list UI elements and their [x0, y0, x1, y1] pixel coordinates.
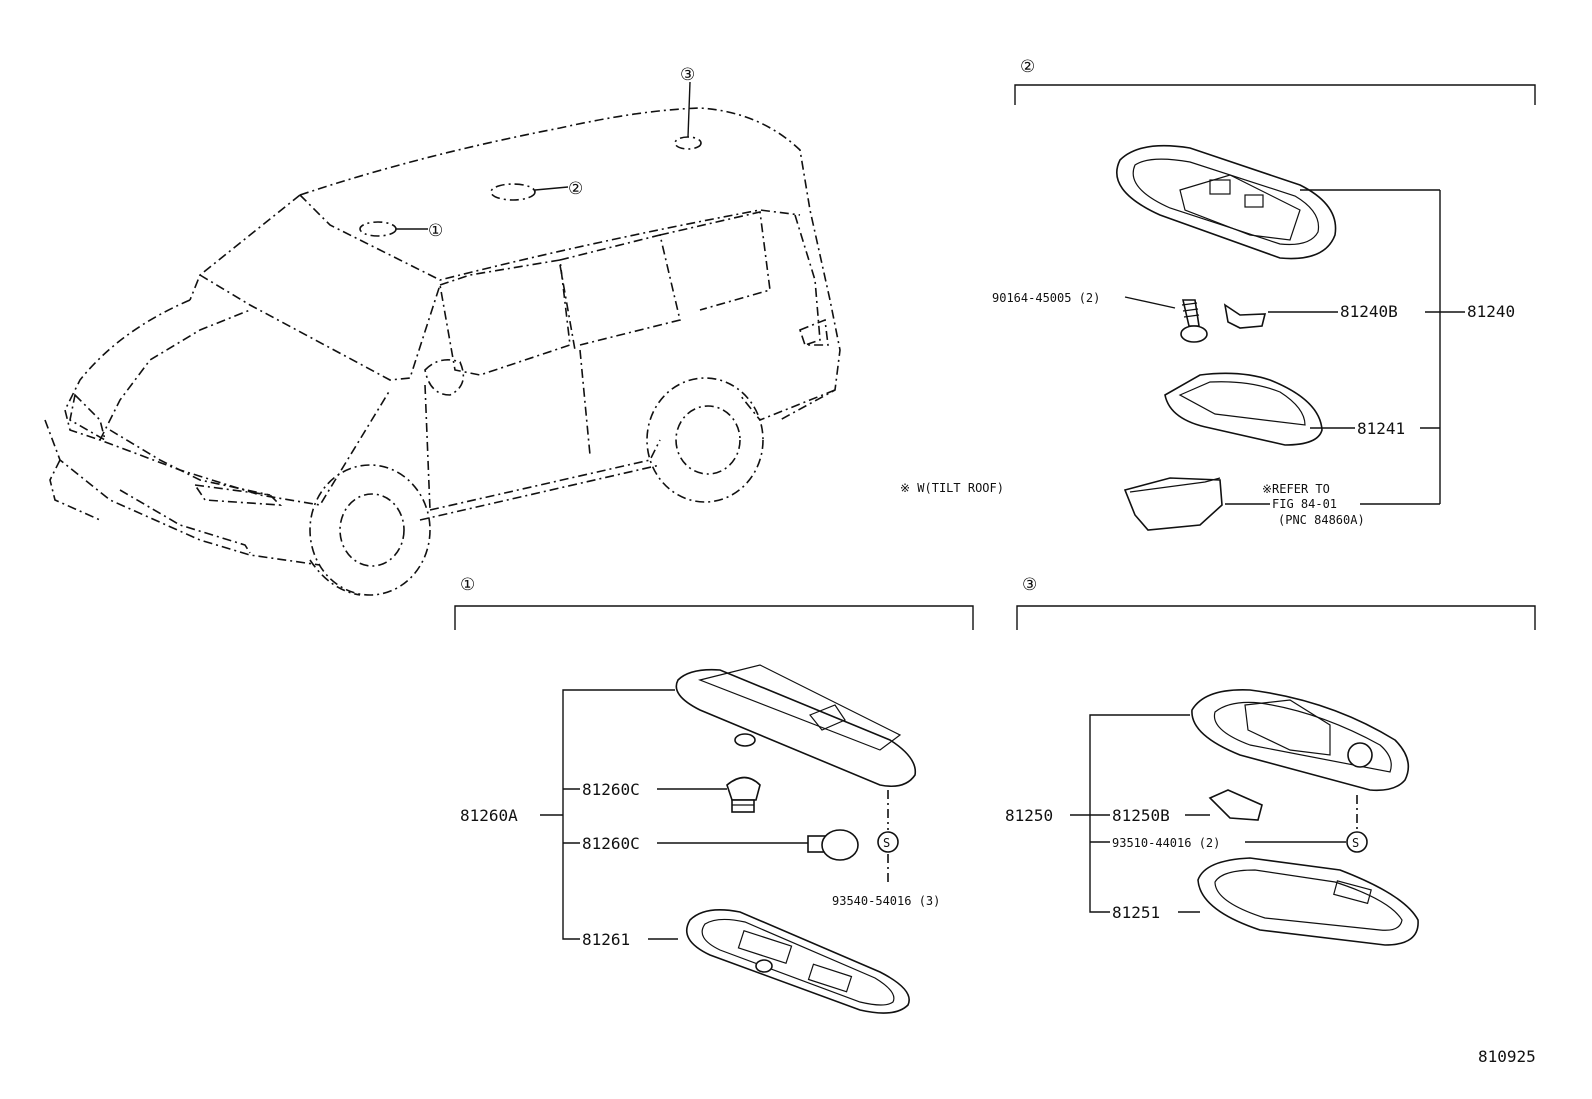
lens-81241 — [1164, 372, 1323, 446]
lens-81261 — [685, 909, 910, 1014]
vehicle-callouts: ① ② ③ — [396, 65, 695, 241]
group-3-leaders: 81250 81250B 93510-44016 (2) S 81251 — [1005, 714, 1359, 922]
label-81240b: 81240B — [1340, 302, 1398, 321]
screw-90164-icon — [1180, 299, 1208, 343]
figure-id: 810925 — [1478, 1047, 1536, 1066]
group-2-parts — [1116, 144, 1337, 531]
callout-1: ① — [428, 221, 443, 241]
label-pnc-84860a: (PNC 84860A) — [1278, 513, 1365, 527]
label-81241: 81241 — [1357, 419, 1405, 438]
dome-lamp-housing-81240 — [1116, 144, 1337, 260]
group-1-callout: ① — [460, 575, 475, 595]
callout-3: ③ — [680, 65, 695, 85]
group-3-frame: ③ — [1016, 575, 1536, 630]
group-3-parts — [1191, 689, 1419, 946]
vehicle-outline — [44, 107, 841, 596]
label-81260a: 81260A — [460, 806, 518, 825]
label-81240: 81240 — [1467, 302, 1515, 321]
group-3-callout: ③ — [1022, 575, 1037, 595]
group-1-frame: ① — [454, 575, 974, 630]
bulb-81240b-icon — [1223, 303, 1267, 329]
label-fig-84-01: FIG 84-01 — [1272, 497, 1337, 511]
label-93510-44016: 93510-44016 (2) — [1112, 836, 1220, 850]
lens-81251 — [1197, 857, 1419, 946]
label-81250: 81250 — [1005, 806, 1053, 825]
label-refer-to: ※REFER TO — [1262, 482, 1330, 496]
label-81260c-a: 81260C — [582, 780, 640, 799]
callout-2: ② — [568, 179, 583, 199]
label-81260c-b: 81260C — [582, 834, 640, 853]
s-mark-3: S — [1352, 836, 1359, 850]
label-81250b: 81250B — [1112, 806, 1170, 825]
bulb-81260c-b-icon — [807, 829, 859, 861]
switch-icon — [1123, 477, 1223, 531]
bulb-81260c-a-icon — [726, 776, 761, 813]
group-1-parts — [675, 664, 917, 1014]
dome-lamp-housing-81260a — [675, 668, 917, 788]
label-93540-54016: 93540-54016 (3) — [832, 894, 940, 908]
label-81261: 81261 — [582, 930, 630, 949]
s-mark-1: S — [883, 836, 890, 850]
group-1-leaders: 81260A 81260C 81260C 81261 S 93540-54016… — [460, 689, 940, 949]
bulb-81250b-icon — [1208, 789, 1263, 821]
label-81251: 81251 — [1112, 903, 1160, 922]
group-2-leaders: 90164-45005 (2) 81240B 81240 81241 ※REFE… — [900, 189, 1515, 527]
group-2-callout: ② — [1020, 57, 1035, 77]
label-90164-45005: 90164-45005 (2) — [992, 291, 1100, 305]
group-2-frame: ② — [1014, 57, 1536, 105]
label-tilt-roof-note: ※ W(TILT ROOF) — [900, 481, 1004, 495]
dome-lamp-housing-81250 — [1191, 689, 1410, 792]
